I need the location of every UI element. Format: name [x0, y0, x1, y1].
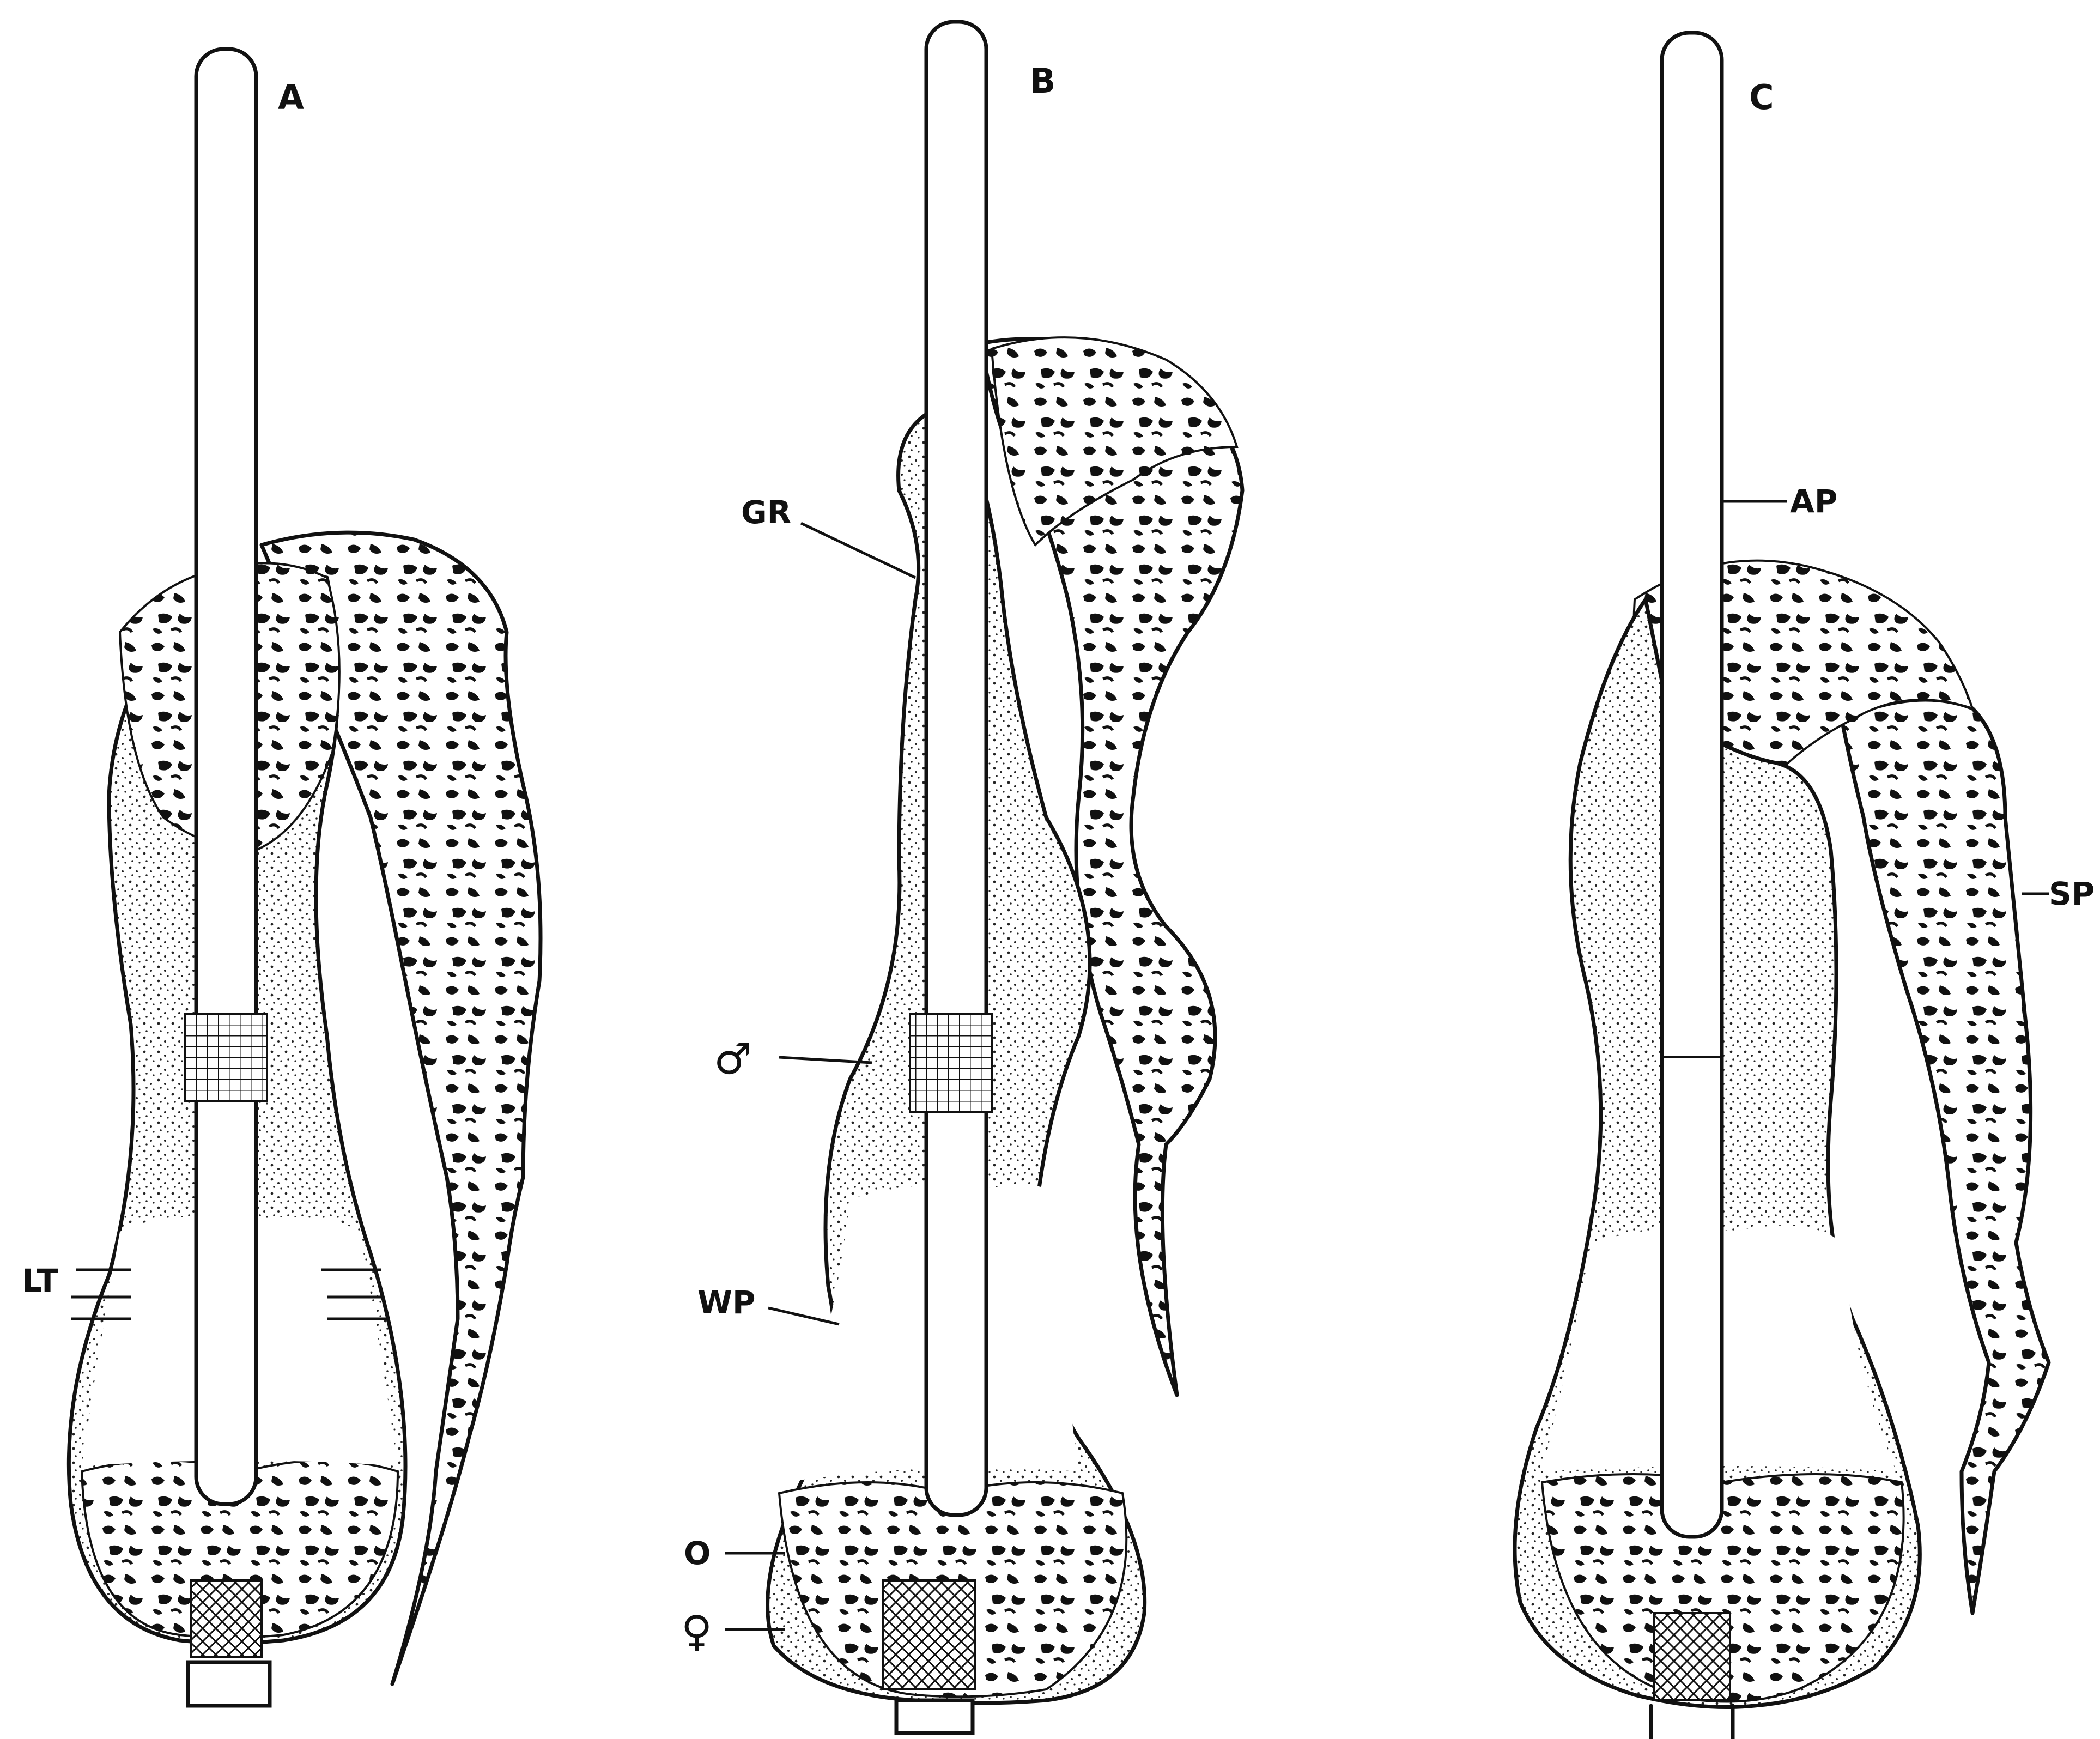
panel-b-label-gr: GR	[741, 494, 791, 531]
panel-c: C AP SP	[1515, 33, 2095, 1739]
panel-a-base	[188, 1662, 270, 1706]
panel-b-rod	[926, 22, 986, 1515]
panel-b-base	[896, 1700, 973, 1733]
panel-a: A LT	[22, 49, 541, 1706]
panel-c-label-ap: AP	[1790, 483, 1837, 520]
panel-c-crosshatch-block	[1654, 1613, 1730, 1700]
panel-b-letter: B	[1030, 61, 1055, 101]
panel-b-grid-block	[910, 1014, 992, 1112]
panel-b-label-wp: WP	[697, 1284, 755, 1321]
panel-a-rod	[196, 49, 256, 1504]
panel-c-label-sp: SP	[2049, 875, 2095, 912]
panel-c-letter: C	[1749, 77, 1774, 117]
panel-b-crosshatch-block	[883, 1580, 975, 1689]
panel-b-label-male: ♂	[714, 1035, 752, 1084]
panel-c-rod	[1662, 33, 1722, 1537]
panel-b-label-female: ♀	[681, 1607, 712, 1656]
panel-a-grid-block	[185, 1014, 267, 1101]
panel-a-crosshatch-block	[191, 1580, 262, 1657]
panel-a-label-lt: LT	[22, 1262, 58, 1299]
panel-b-label-o: O	[684, 1535, 711, 1572]
panel-a-letter: A	[278, 77, 304, 117]
panel-b: B GR ♂ WP O ♀	[681, 22, 1242, 1733]
